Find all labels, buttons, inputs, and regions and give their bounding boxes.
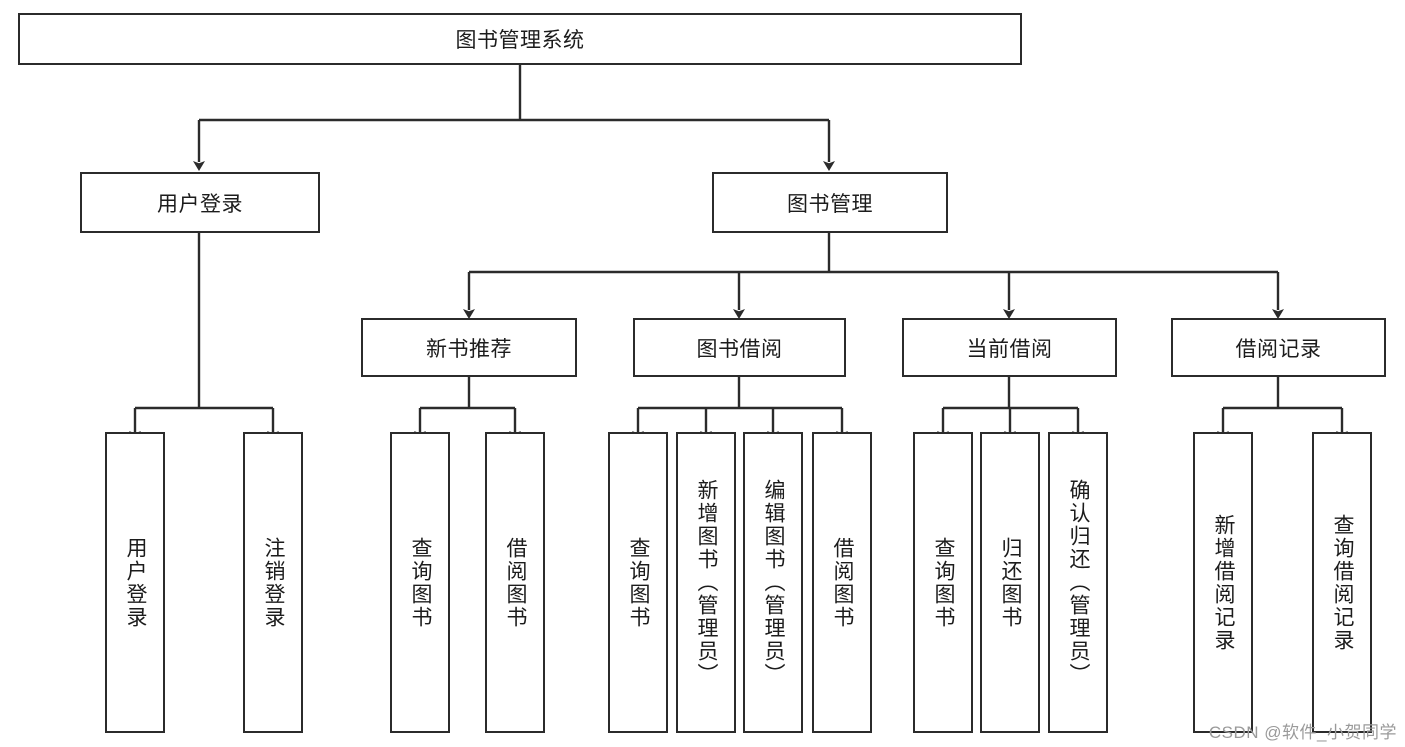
leaf-borrow-edit-book-admin[interactable]: 编辑图书（管理员） <box>743 432 803 733</box>
node-root-system[interactable]: 图书管理系统 <box>18 13 1022 65</box>
node-current-borrow[interactable]: 当前借阅 <box>902 318 1117 377</box>
leaf-borrow-query-book[interactable]: 查询图书 <box>608 432 668 733</box>
node-book-borrow[interactable]: 图书借阅 <box>633 318 846 377</box>
leaf-user-login-login[interactable]: 用户登录 <box>105 432 165 733</box>
leaf-record-add-record[interactable]: 新增借阅记录 <box>1193 432 1253 733</box>
leaf-record-query-record[interactable]: 查询借阅记录 <box>1312 432 1372 733</box>
leaf-current-return-book[interactable]: 归还图书 <box>980 432 1040 733</box>
node-new-book-recommend[interactable]: 新书推荐 <box>361 318 577 377</box>
csdn-watermark: CSDN @软件_小贺同学 <box>1208 723 1397 742</box>
node-borrow-record[interactable]: 借阅记录 <box>1171 318 1386 377</box>
node-user-login[interactable]: 用户登录 <box>80 172 320 233</box>
node-book-management[interactable]: 图书管理 <box>712 172 948 233</box>
leaf-recommend-query-book[interactable]: 查询图书 <box>390 432 450 733</box>
leaf-borrow-add-book-admin[interactable]: 新增图书（管理员） <box>676 432 736 733</box>
leaf-current-query-book[interactable]: 查询图书 <box>913 432 973 733</box>
leaf-recommend-borrow-book[interactable]: 借阅图书 <box>485 432 545 733</box>
leaf-user-login-logout[interactable]: 注销登录 <box>243 432 303 733</box>
leaf-borrow-borrow-book[interactable]: 借阅图书 <box>812 432 872 733</box>
leaf-current-confirm-return-admin[interactable]: 确认归还（管理员） <box>1048 432 1108 733</box>
